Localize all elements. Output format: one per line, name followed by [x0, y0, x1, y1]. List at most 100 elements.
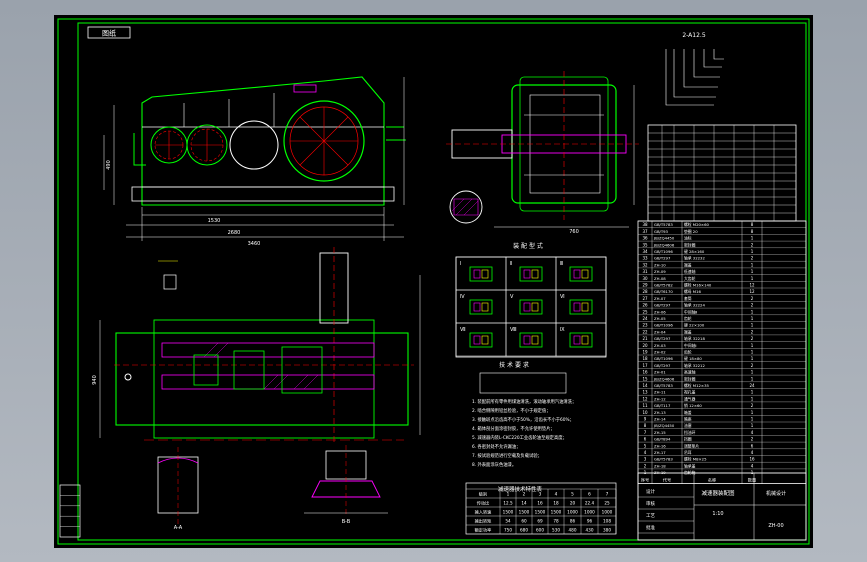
- part-qty: 1: [751, 396, 754, 401]
- perf-cell: 1000: [567, 510, 578, 515]
- perf-cell: 7: [606, 492, 609, 497]
- svg-text:2-A12.5: 2-A12.5: [682, 32, 705, 39]
- perf-cell: 16: [537, 501, 543, 506]
- part-code: ZH-06: [654, 309, 666, 314]
- part-name: 螺栓 M12×35: [684, 383, 710, 388]
- signoff-label: 工艺: [646, 513, 655, 519]
- part-name: 轴承 32232: [684, 256, 705, 261]
- perf-cell: 4: [555, 492, 558, 497]
- drawing-title: 减速器装配图: [701, 489, 735, 497]
- detail-sections: A-A B-B: [157, 445, 388, 531]
- part-qty: 1: [751, 249, 754, 254]
- part-code: ZH-09: [654, 269, 666, 274]
- mounting-type-label: Ⅲ: [560, 261, 563, 267]
- parts-header-name: 名称: [708, 477, 716, 484]
- perf-cell: 69: [537, 519, 543, 524]
- perf-cell: 1500: [519, 510, 530, 515]
- company-name: 机械设计: [766, 490, 786, 497]
- perf-cell: 530: [552, 528, 560, 533]
- mounting-type-label: Ⅷ: [510, 327, 517, 333]
- part-name: 轴承 32218: [684, 336, 705, 341]
- part-qty: 24: [749, 383, 755, 388]
- part-name: 密封圈: [684, 242, 696, 247]
- part-no: 3: [644, 457, 647, 462]
- plan-view: 940: [92, 247, 421, 445]
- part-no: 33: [642, 256, 648, 261]
- front-view: 1530 2680 3460 490: [103, 76, 406, 247]
- perf-cell: 380: [603, 528, 611, 533]
- part-code: ZH-14: [654, 417, 666, 422]
- side-view: 760: [446, 71, 639, 235]
- part-name: 轴承 32224: [684, 303, 705, 308]
- part-code: ZH-16: [654, 443, 666, 448]
- perf-cell: 14: [521, 501, 527, 506]
- part-qty: 1: [751, 417, 754, 422]
- perf-cell: 12.5: [503, 501, 513, 506]
- part-code: GB/T1096: [654, 356, 673, 361]
- performance-grid: [647, 124, 797, 222]
- part-code: GB/T6170: [654, 289, 673, 294]
- part-name: 中间轴Ⅱ: [684, 309, 697, 314]
- part-qty: 4: [751, 463, 754, 468]
- part-qty: 1: [751, 236, 754, 241]
- part-no: 29: [642, 283, 648, 288]
- part-code: ZH-11: [654, 390, 666, 395]
- svg-text:940: 940: [92, 375, 98, 385]
- part-no: 8: [644, 423, 647, 428]
- perf-cell: 600: [536, 528, 544, 533]
- part-name: 低速轴: [684, 269, 696, 274]
- part-no: 31: [642, 269, 648, 274]
- part-no: 38: [642, 222, 648, 227]
- part-name: 挡油环: [684, 430, 696, 435]
- part-no: 26: [642, 303, 648, 308]
- part-qty: 1: [751, 269, 754, 274]
- part-name: 套筒: [684, 296, 692, 301]
- mounting-type-label: Ⅴ: [510, 294, 514, 300]
- part-code: ZH-18: [654, 463, 666, 468]
- perf-cell: 额定功率: [475, 527, 492, 534]
- part-qty: 1: [751, 262, 754, 267]
- part-code: ZH-08: [654, 276, 666, 281]
- part-no: 36: [642, 236, 648, 241]
- perf-cell: 25: [604, 501, 610, 506]
- part-qty: 4: [751, 430, 754, 435]
- part-name: 大齿轮: [684, 276, 696, 281]
- part-qty: 1: [751, 323, 754, 328]
- part-no: 7: [644, 430, 647, 435]
- mounting-type-label: Ⅸ: [560, 327, 565, 333]
- part-qty: 1: [751, 390, 754, 395]
- part-no: 5: [644, 443, 647, 448]
- perf-cell: 96: [587, 519, 593, 524]
- signoff-label: 批准: [646, 524, 655, 531]
- part-name: 销 12×60: [684, 403, 702, 408]
- svg-text:760: 760: [569, 229, 579, 235]
- part-qty: 12: [749, 283, 755, 288]
- perf-cell: 22.4: [585, 501, 595, 506]
- sheet-no: ZH-00: [768, 523, 783, 529]
- tech-note: 8. 外表面涂灰色油漆。: [472, 461, 516, 468]
- perf-cell: 1500: [551, 510, 562, 515]
- part-no: 20: [642, 343, 648, 348]
- tech-note: 2. 啮合侧隙用铅丝检验，不小于规定值；: [472, 407, 551, 414]
- part-name: 调整垫片: [684, 443, 699, 448]
- perf-cell: 2: [523, 492, 526, 497]
- part-no: 6: [644, 437, 647, 442]
- part-code: GB/T5782: [654, 283, 673, 288]
- part-code: JB/ZQ4450: [653, 423, 675, 428]
- part-code: GB/T117: [654, 403, 671, 408]
- tech-note: 6. 各密封处不允许漏油；: [472, 443, 520, 450]
- scale: 1:10: [712, 511, 723, 517]
- mounting-type-label: Ⅳ: [460, 294, 465, 300]
- mounting-type-label: Ⅶ: [460, 327, 466, 333]
- part-qty: 1: [751, 423, 754, 428]
- part-code: ZH-15: [654, 430, 666, 435]
- signoff-label: 审核: [646, 500, 655, 507]
- part-code: ZH-17: [654, 450, 666, 455]
- part-code: ZH-07: [654, 296, 666, 301]
- part-qty: 4: [751, 450, 754, 455]
- part-no: 9: [644, 417, 647, 422]
- part-name: 挡圈: [684, 437, 692, 442]
- part-no: 17: [642, 363, 648, 368]
